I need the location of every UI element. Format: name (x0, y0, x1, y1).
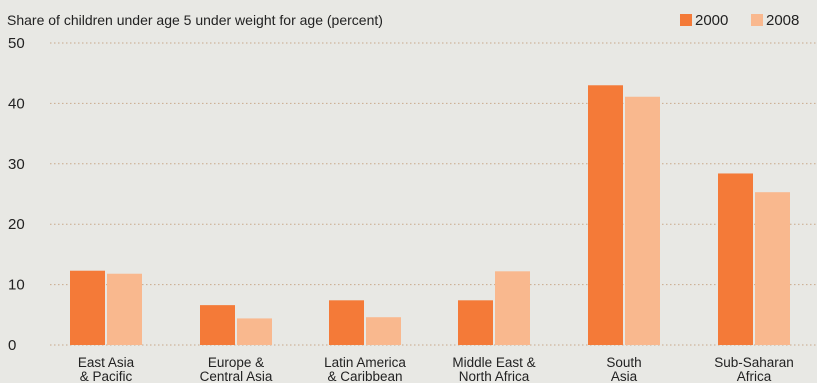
legend-label-2000: 2000 (695, 12, 728, 29)
bar-2000-5 (718, 173, 753, 345)
x-axis-categories: East Asia& Pacific Europe &Central Asia La… (78, 355, 794, 383)
y-tick-label: 40 (8, 95, 25, 112)
bar-2008-0 (107, 273, 142, 345)
y-gridlines (50, 42, 817, 346)
y-tick-label: 30 (8, 156, 25, 173)
bar-2008-1 (237, 318, 272, 345)
x-category-label: Latin America& Caribbean (324, 355, 406, 383)
legend-label-2008: 2008 (766, 12, 799, 29)
bar-2000-0 (70, 270, 105, 345)
y-axis-ticks: 0 10 20 30 40 50 (8, 35, 25, 354)
y-tick-label: 0 (8, 337, 16, 354)
bar-2000-1 (200, 305, 235, 345)
bar-2000-3 (458, 300, 493, 345)
x-category-label: Middle East &North Africa (452, 355, 535, 383)
x-category-label: Europe &Central Asia (200, 355, 273, 383)
y-tick-label: 10 (8, 277, 25, 294)
legend-swatch-2000 (680, 14, 692, 26)
y-tick-label: 20 (8, 216, 25, 233)
bar-2000-4 (588, 85, 623, 345)
bar-2008-2 (366, 317, 401, 345)
bar-series (70, 85, 790, 345)
legend-swatch-2008 (751, 14, 763, 26)
x-category-label: East Asia& Pacific (78, 355, 135, 383)
y-tick-label: 50 (8, 35, 25, 52)
chart-legend: 2000 2008 (680, 12, 799, 29)
bar-2008-3 (495, 271, 530, 345)
bar-2008-4 (625, 96, 660, 345)
chart-title: Share of children under age 5 under weig… (7, 12, 383, 28)
bar-2000-2 (329, 300, 364, 345)
bar-2008-5 (755, 192, 790, 345)
